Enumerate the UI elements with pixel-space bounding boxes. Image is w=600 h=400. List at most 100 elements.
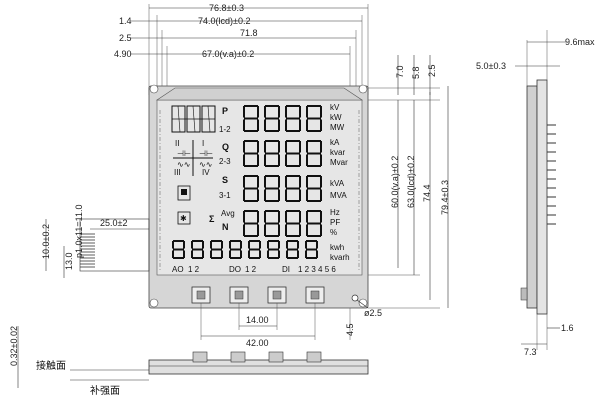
quad-iii: III	[174, 168, 181, 177]
label-avg: Avg	[221, 209, 235, 218]
top-dimensions: 76.8±0.3 1.4 74.0(lcd)±0.2 2.5 71.8 4.90…	[114, 3, 369, 95]
bottom-section-view: 接触面 补强面 0.32±0.02	[9, 326, 369, 397]
fpc-outline	[79, 218, 150, 272]
dim-4-90: 4.90	[114, 49, 132, 59]
dim-67-va: 67.0(v.a)±0.2	[202, 49, 254, 59]
dim-2-5: 2.5	[119, 33, 132, 43]
seven-segment-digit	[264, 105, 280, 132]
unit-mvar: Mvar	[330, 158, 348, 167]
dim-71-8: 71.8	[240, 28, 258, 38]
seven-segment-digit	[264, 175, 280, 202]
section-body	[148, 359, 369, 375]
label-di: DI	[282, 265, 290, 274]
label-contact-surface: 接触面	[36, 359, 66, 372]
seven-segment-digit	[243, 175, 259, 202]
unit-kvar: kvar	[330, 148, 345, 157]
label-di-nums: 1 2 3 4 5 6	[298, 265, 336, 274]
seven-segment-digit	[306, 210, 322, 237]
label-ao: AO	[172, 265, 184, 274]
seven-segment-digit	[229, 240, 242, 259]
dim-13: 13.0	[64, 252, 74, 270]
dim-5-8: 5.8	[411, 66, 421, 79]
button-dimensions: 14.00 42.00 4.5	[200, 303, 355, 348]
front-view: II I III IV ⊣⊢ ⊣⊢ ∿∿ ∿∿ ✱ P 1-2 Q 2-3 S …	[148, 84, 382, 318]
seven-segment-digit	[285, 210, 301, 237]
seven-segment-digit	[285, 105, 301, 132]
seven-segment-digit	[191, 240, 204, 259]
dim-pitch: p1.0x11=11.0	[74, 205, 84, 258]
unit-kva: kVA	[330, 179, 345, 188]
unit-hz: Hz	[330, 208, 340, 217]
side-pins	[547, 124, 556, 225]
left-connector: 25.0±2 p1.0x11=11.0 10.0±0.2 13.0	[41, 205, 150, 278]
label-do-nums: 1 2	[245, 265, 257, 274]
left-alpha-block	[171, 105, 216, 133]
dim-60-va: 60.0(v.a)±0.2	[390, 156, 400, 208]
communication-icon	[177, 211, 191, 225]
dim-1-4: 1.4	[119, 16, 132, 26]
seven-segment-rows	[172, 105, 322, 259]
seven-segment-digit	[306, 175, 322, 202]
unit-mva: MVA	[330, 191, 347, 200]
dim-side-7-3: 7.3	[524, 347, 537, 357]
right-dimensions: 60.0(v.a)±0.2 63.0(lcd)±0.2 74.4 79.4±0.…	[368, 55, 450, 309]
meter-icon	[177, 185, 191, 201]
dim-74-4: 74.4	[422, 184, 432, 202]
dim-side-5: 5.0±0.3	[476, 61, 506, 71]
mount-hole	[351, 294, 359, 302]
row-labels: P 1-2 Q 2-3 S 3-1 Σ Avg N	[209, 106, 235, 232]
units-column: kV kW MW kA kvar Mvar kVA MVA Hz PF % kw…	[330, 103, 350, 262]
dim-76-8: 76.8±0.3	[209, 3, 244, 13]
seven-segment-digit	[243, 210, 259, 237]
label-sigma: Σ	[209, 214, 215, 224]
side-button	[520, 287, 528, 301]
unit-kvarh: kvarh	[330, 253, 350, 262]
left-icons: ✱	[177, 185, 191, 225]
unit-kw: kW	[330, 113, 342, 122]
seven-segment-digit	[306, 105, 322, 132]
seven-segment-digit	[243, 140, 259, 167]
quad-ii: II	[175, 139, 179, 148]
dim-10: 10.0±0.2	[41, 224, 51, 259]
seven-segment-digit	[248, 240, 261, 259]
label-s: S	[222, 175, 228, 185]
label-do: DO	[229, 265, 241, 274]
unit-percent: %	[330, 228, 337, 237]
dim-25: 25.0±2	[100, 218, 127, 228]
seven-segment-digit	[172, 240, 185, 259]
dim-7-0: 7.0	[395, 65, 405, 78]
capacitor-icon: ⊣⊢	[177, 149, 191, 158]
side-view: 5.0±0.3 9.6max 1.6 7.3	[476, 30, 595, 357]
inductor-icon: ∿∿	[177, 160, 190, 169]
dim-side-1-6: 1.6	[561, 323, 574, 333]
seven-segment-digit	[264, 140, 280, 167]
unit-kwh: kwh	[330, 243, 344, 252]
capacitor-icon: ⊣⊢	[199, 149, 213, 158]
dim-0-32: 0.32±0.02	[9, 326, 19, 366]
label-3-1: 3-1	[219, 191, 231, 200]
quad-iv: IV	[202, 168, 210, 177]
label-reinforce-surface: 补强面	[90, 384, 120, 397]
dim-hole: ø2.5	[364, 308, 382, 318]
seven-segment-digit	[285, 175, 301, 202]
seven-segment-digit	[264, 210, 280, 237]
inductor-icon: ∿∿	[199, 160, 212, 169]
unit-mw: MW	[330, 123, 345, 132]
label-n: N	[222, 222, 229, 232]
dim-74-lcd: 74.0(lcd)±0.2	[198, 16, 250, 26]
seven-segment-digit	[306, 140, 322, 167]
seven-segment-digit	[305, 240, 318, 259]
dim-14: 14.00	[246, 315, 269, 325]
svg-text:✱: ✱	[180, 214, 187, 223]
io-status-line: AO 1 2 DO 1 2 DI 1 2 3 4 5 6	[172, 265, 336, 274]
label-q: Q	[222, 142, 229, 152]
dim-2-5-right: 2.5	[427, 64, 437, 77]
side-pcb	[526, 85, 538, 309]
dim-79-4: 79.4±0.3	[440, 180, 450, 215]
seven-segment-digit	[210, 240, 223, 259]
label-ao-nums: 1 2	[188, 265, 200, 274]
unit-ka: kA	[330, 138, 340, 147]
seven-segment-digit	[285, 140, 301, 167]
label-2-3: 2-3	[219, 157, 231, 166]
